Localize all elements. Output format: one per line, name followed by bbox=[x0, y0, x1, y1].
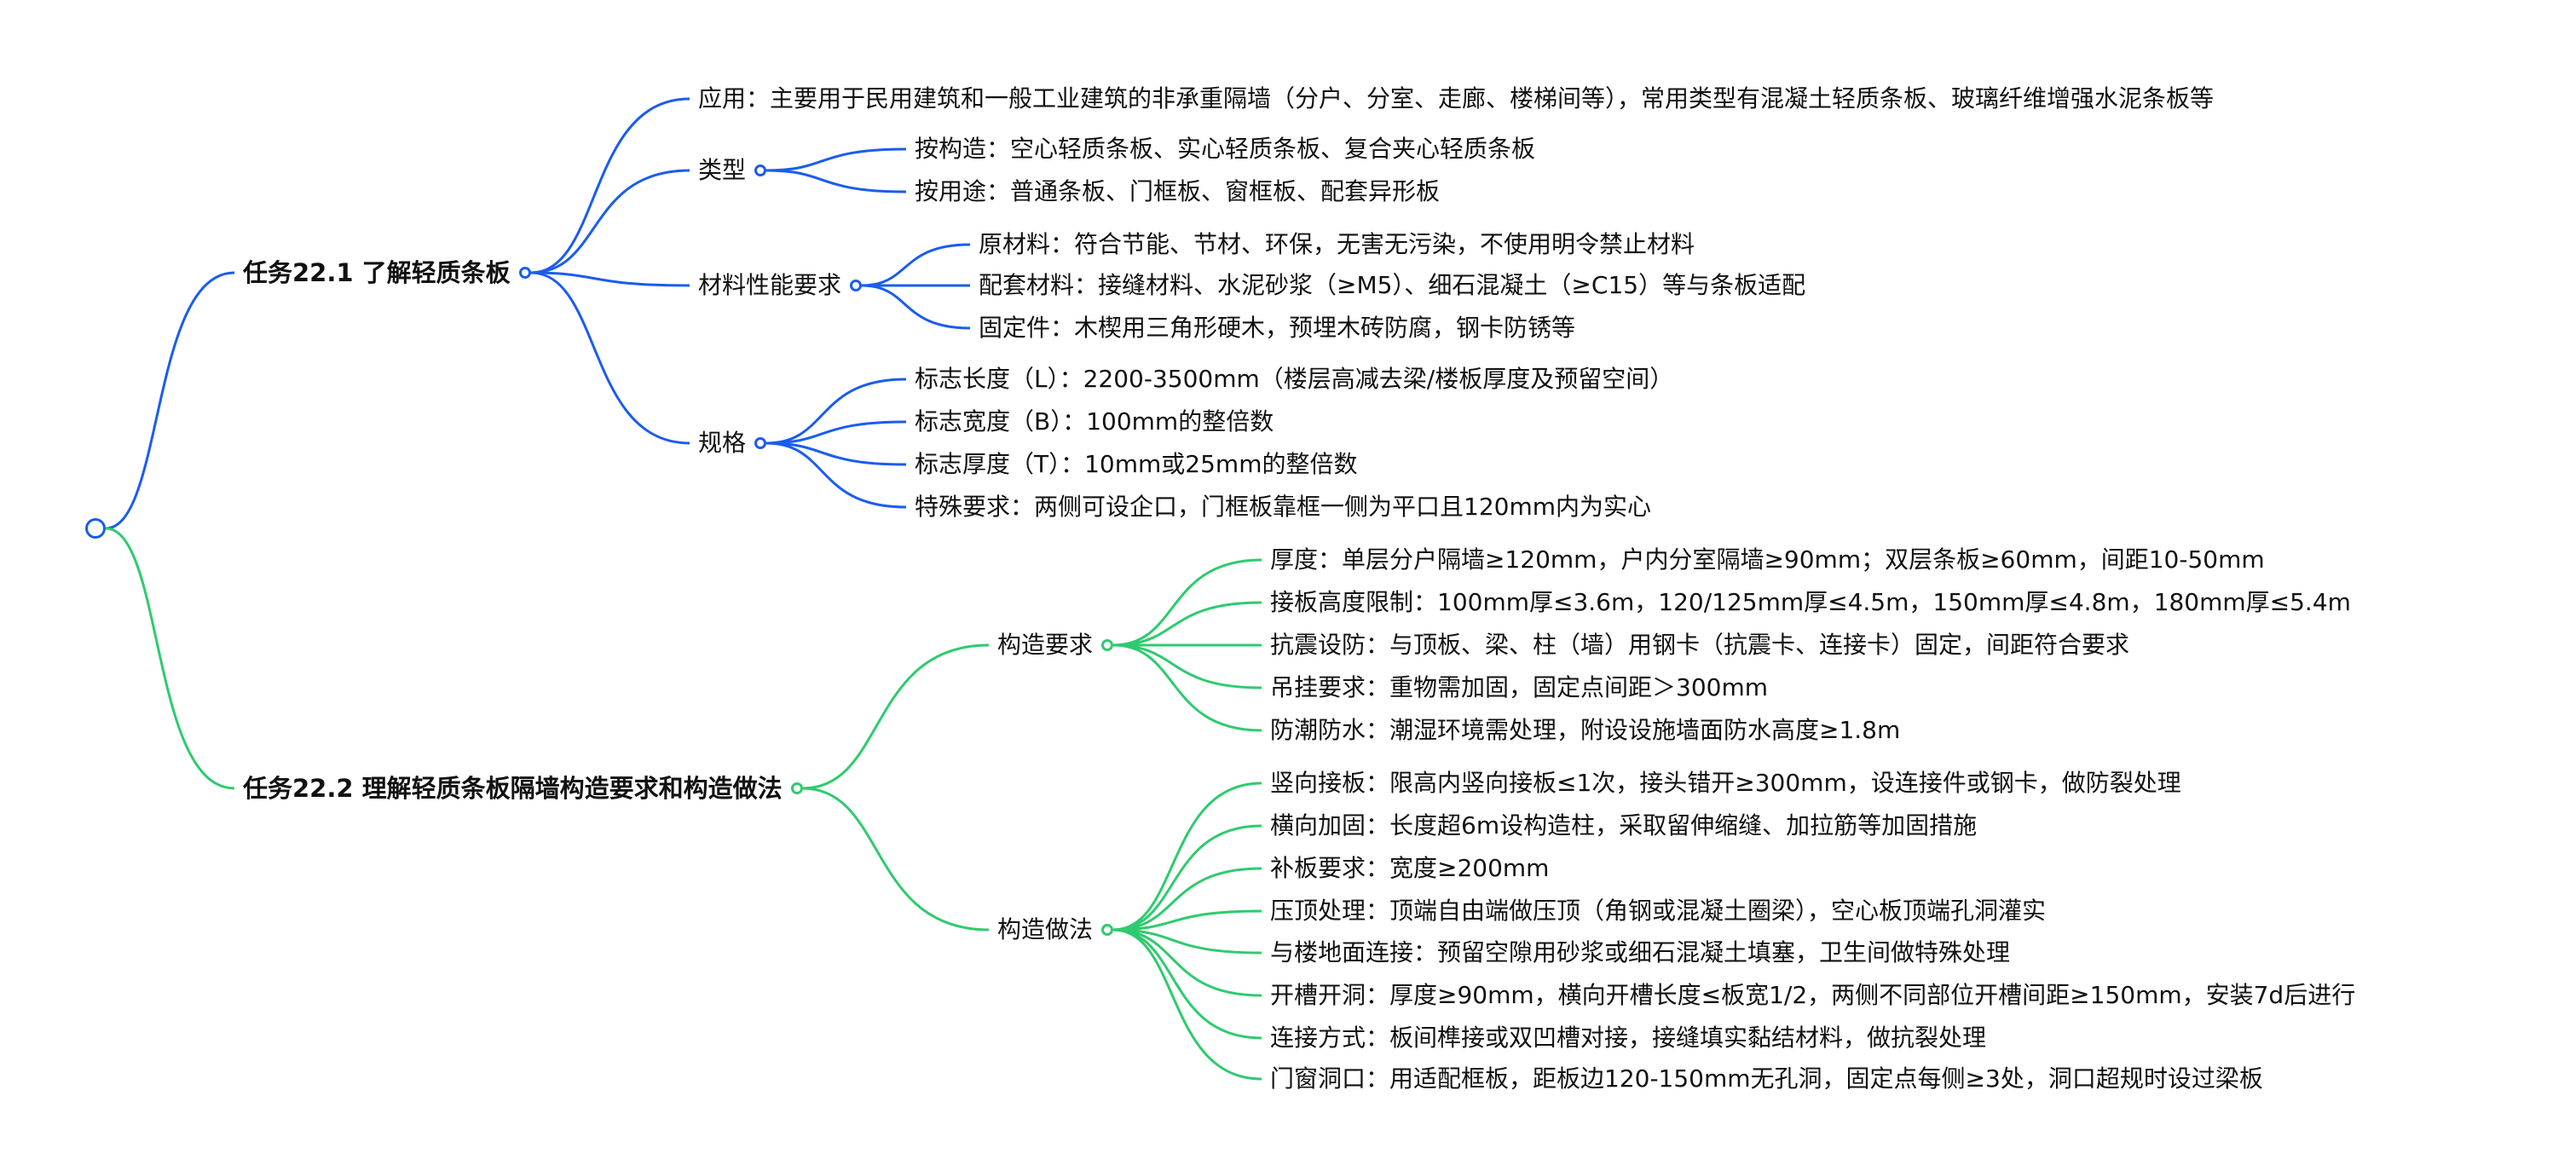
leaf-topic[interactable]: 接板高度限制：100mm厚≤3.6m，120/125mm厚≤4.5m，150mm… bbox=[1270, 587, 2351, 618]
leaf-topic[interactable]: 门窗洞口：用适配框板，距板边120-150mm无孔洞，固定点每侧≥3处，洞口超规… bbox=[1270, 1064, 2263, 1094]
connector-line bbox=[802, 643, 990, 790]
subtopic-application[interactable]: 应用：主要用于民用建筑和一般工业建筑的非承重隔墙（分户、分室、走廊、楼梯间等），… bbox=[698, 84, 2214, 114]
topic-label: 任务22.2 理解轻质条板隔墙构造要求和构造做法 bbox=[243, 774, 783, 803]
topic-label: 构造做法 bbox=[997, 915, 1094, 943]
connector-line bbox=[1113, 928, 1262, 1081]
leaf-topic[interactable]: 压顶处理：顶端自由端做压顶（角钢或混凝土圈梁），空心板顶端孔洞灌实 bbox=[1270, 896, 2046, 926]
leaf-topic[interactable]: 横向加固：长度超6m设构造柱，采取留伸缩缝、加拉筋等加固措施 bbox=[1270, 810, 1977, 841]
connector-line bbox=[1113, 824, 1262, 932]
collapse-toggle[interactable] bbox=[790, 782, 803, 794]
connector-line bbox=[530, 271, 690, 287]
subtopic-requirements[interactable]: 构造要求 bbox=[997, 630, 1114, 660]
topic-label: 竖向接板：限高内竖向接板≤1次，接头错开≥300mm，设连接件或钢卡，做防裂处理 bbox=[1270, 769, 2181, 797]
connector-line bbox=[766, 169, 907, 193]
topic-label: 接板高度限制：100mm厚≤3.6m，120/125mm厚≤4.5m，150mm… bbox=[1270, 588, 2351, 616]
connector-line bbox=[530, 271, 690, 445]
topic-label: 压顶处理：顶端自由端做压顶（角钢或混凝土圈梁），空心板顶端孔洞灌实 bbox=[1270, 897, 2047, 925]
leaf-topic[interactable]: 标志厚度（T）：10mm或25mm的整倍数 bbox=[915, 449, 1357, 480]
connector-line bbox=[1113, 601, 1262, 647]
leaf-topic[interactable]: 厚度：单层分户隔墙≥120mm，户内分室隔墙≥90mm；双层条板≥60mm，间距… bbox=[1270, 545, 2265, 575]
collapse-toggle[interactable] bbox=[850, 280, 863, 291]
topic-label: 厚度：单层分户隔墙≥120mm，户内分室隔墙≥90mm；双层条板≥60mm，间距… bbox=[1270, 545, 2265, 574]
topic-label: 标志宽度（B）：100mm的整倍数 bbox=[915, 407, 1274, 436]
connector-line bbox=[1113, 782, 1262, 932]
connector-line bbox=[1113, 643, 1262, 732]
topic-label: 规格 bbox=[698, 429, 747, 457]
connector-line bbox=[1113, 928, 1262, 955]
leaf-topic[interactable]: 标志长度（L）：2200-3500mm（楼层高减去梁/楼板厚度及预留空间） bbox=[915, 364, 1673, 395]
connector-line bbox=[1113, 558, 1262, 647]
leaf-topic[interactable]: 竖向接板：限高内竖向接板≤1次，接头错开≥300mm，设连接件或钢卡，做防裂处理 bbox=[1270, 768, 2181, 799]
leaf-topic[interactable]: 按用途：普通条板、门框板、窗框板、配套异形板 bbox=[915, 176, 1440, 207]
topic-label: 按构造：空心轻质条板、实心轻质条板、复合夹心轻质条板 bbox=[915, 135, 1536, 163]
connector-line bbox=[1113, 928, 1262, 1040]
leaf-topic[interactable]: 配套材料：接缝材料、水泥砂浆（≥M5）、细石混凝土（≥C15）等与条板适配 bbox=[979, 270, 1805, 301]
topic-label: 补板要求：宽度≥200mm bbox=[1270, 854, 1550, 882]
topic-label: 防潮防水：潮湿环境需处理，附设设施墙面防水高度≥1.8m bbox=[1270, 716, 1901, 744]
connector-line bbox=[105, 527, 235, 790]
leaf-topic[interactable]: 连接方式：板间榫接或双凹槽对接，接缝填实黏结材料，做抗裂处理 bbox=[1270, 1023, 1986, 1053]
topic-label: 开槽开洞：厚度≥90mm，横向开槽长度≤板宽1/2，两侧不同部位开槽间距≥150… bbox=[1270, 981, 2356, 1009]
root-node[interactable] bbox=[85, 518, 106, 539]
topic-label: 固定件：木楔用三角形硬木，预埋木砖防腐，钢卡防锈等 bbox=[979, 314, 1576, 342]
connector-line bbox=[766, 441, 907, 509]
connector-line bbox=[530, 97, 690, 274]
connector-line bbox=[766, 147, 907, 172]
subtopic-methods[interactable]: 构造做法 bbox=[997, 914, 1114, 945]
subtopic-types[interactable]: 类型 bbox=[698, 155, 767, 186]
collapse-toggle[interactable] bbox=[1101, 924, 1114, 936]
topic-label: 与楼地面连接：预留空隙用砂浆或细石混凝土填塞，卫生间做特殊处理 bbox=[1270, 938, 2011, 966]
connector-line bbox=[766, 378, 907, 445]
topic-label: 原材料：符合节能、节材、环保，无害无污染，不使用明令禁止材料 bbox=[979, 230, 1695, 258]
collapse-toggle[interactable] bbox=[754, 164, 767, 176]
connector-line bbox=[1113, 928, 1262, 997]
topic-label: 抗震设防：与顶板、梁、柱（墙）用钢卡（抗震卡、连接卡）固定，间距符合要求 bbox=[1270, 631, 2130, 659]
leaf-topic[interactable]: 防潮防水：潮湿环境需处理，附设设施墙面防水高度≥1.8m bbox=[1270, 715, 1900, 746]
leaf-topic[interactable]: 抗震设防：与顶板、梁、柱（墙）用钢卡（抗震卡、连接卡）固定，间距符合要求 bbox=[1270, 630, 2129, 660]
leaf-topic[interactable]: 特殊要求：两侧可设企口，门框板靠框一侧为平口且120mm内为实心 bbox=[915, 492, 1651, 522]
topic-label: 任务22.1 了解轻质条板 bbox=[243, 258, 511, 287]
topic-label: 构造要求 bbox=[997, 631, 1094, 659]
connector-line bbox=[862, 284, 971, 330]
topic-label: 门窗洞口：用适配框板，距板边120-150mm无孔洞，固定点每侧≥3处，洞口超规… bbox=[1270, 1064, 2263, 1093]
topic-label: 材料性能要求 bbox=[698, 271, 842, 299]
collapse-toggle[interactable] bbox=[1101, 639, 1114, 651]
topic-label: 横向加固：长度超6m设构造柱，采取留伸缩缝、加拉筋等加固措施 bbox=[1270, 811, 1978, 839]
topic-label: 吊挂要求：重物需加固，固定点间距＞300mm bbox=[1270, 673, 1768, 701]
connector-line bbox=[530, 169, 690, 274]
leaf-topic[interactable]: 按构造：空心轻质条板、实心轻质条板、复合夹心轻质条板 bbox=[915, 134, 1535, 164]
leaf-topic[interactable]: 原材料：符合节能、节材、环保，无害无污染，不使用明令禁止材料 bbox=[979, 229, 1695, 260]
connector-line bbox=[1113, 909, 1262, 932]
topic-label: 应用：主要用于民用建筑和一般工业建筑的非承重隔墙（分户、分室、走廊、楼梯间等），… bbox=[698, 84, 2215, 112]
leaf-topic[interactable]: 补板要求：宽度≥200mm bbox=[1270, 853, 1549, 884]
connector-line bbox=[766, 441, 907, 466]
topic-task-22-2[interactable]: 任务22.2 理解轻质条板隔墙构造要求和构造做法 bbox=[243, 773, 803, 804]
leaf-topic[interactable]: 吊挂要求：重物需加固，固定点间距＞300mm bbox=[1270, 672, 1768, 703]
subtopic-materials[interactable]: 材料性能要求 bbox=[698, 270, 863, 301]
connector-line bbox=[1113, 643, 1262, 689]
leaf-topic[interactable]: 固定件：木楔用三角形硬木，预埋木砖防腐，钢卡防锈等 bbox=[979, 313, 1575, 343]
topic-task-22-1[interactable]: 任务22.1 了解轻质条板 bbox=[243, 257, 531, 288]
collapse-toggle[interactable] bbox=[754, 437, 767, 449]
connector-line bbox=[1113, 867, 1262, 932]
leaf-topic[interactable]: 与楼地面连接：预留空隙用砂浆或细石混凝土填塞，卫生间做特殊处理 bbox=[1270, 937, 2010, 968]
topic-label: 类型 bbox=[698, 156, 747, 184]
connector-line bbox=[766, 420, 907, 445]
topic-label: 特殊要求：两侧可设企口，门框板靠框一侧为平口且120mm内为实心 bbox=[915, 493, 1651, 521]
leaf-topic[interactable]: 标志宽度（B）：100mm的整倍数 bbox=[915, 407, 1274, 437]
connector-line bbox=[862, 243, 971, 287]
topic-label: 连接方式：板间榫接或双凹槽对接，接缝填实黏结材料，做抗裂处理 bbox=[1270, 1024, 1987, 1052]
topic-label: 标志厚度（T）：10mm或25mm的整倍数 bbox=[915, 450, 1358, 478]
subtopic-specs[interactable]: 规格 bbox=[698, 428, 767, 459]
connector-line bbox=[802, 787, 990, 932]
topic-label: 配套材料：接缝材料、水泥砂浆（≥M5）、细石混凝土（≥C15）等与条板适配 bbox=[979, 271, 1806, 299]
topic-label: 按用途：普通条板、门框板、窗框板、配套异形板 bbox=[915, 177, 1441, 205]
leaf-topic[interactable]: 开槽开洞：厚度≥90mm，横向开槽长度≤板宽1/2，两侧不同部位开槽间距≥150… bbox=[1270, 980, 2355, 1011]
collapse-toggle[interactable] bbox=[518, 267, 531, 279]
topic-label: 标志长度（L）：2200-3500mm（楼层高减去梁/楼板厚度及预留空间） bbox=[915, 365, 1674, 393]
connector-line bbox=[105, 271, 235, 530]
